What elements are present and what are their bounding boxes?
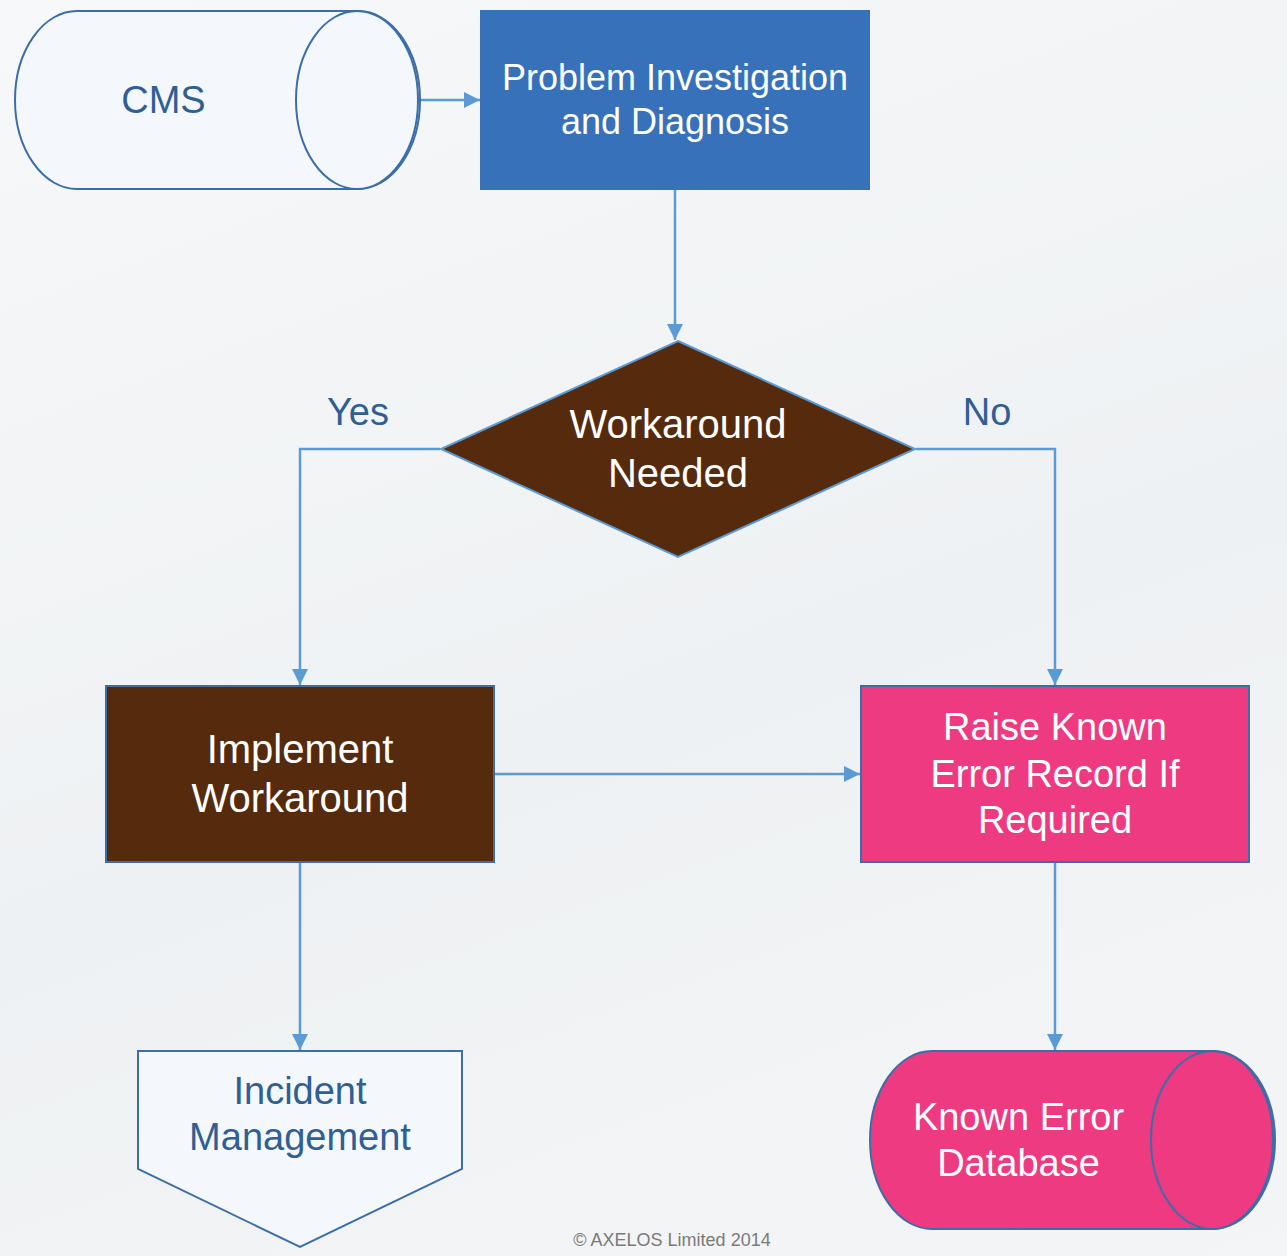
data-store: CMS [15,10,420,190]
flow-arrow [299,863,302,1050]
text-group: Problem Investigation and Diagnosis [494,56,856,144]
shape-path [138,1051,462,1247]
shape-path [861,686,1249,862]
decision-diamond-outline [440,340,916,558]
shape-path [1151,1051,1273,1229]
database-outline [870,1050,1275,1230]
process-box: Raise Known Error Record If Required [860,685,1250,863]
shape-path [15,11,420,189]
decision-diamond: Workaround Needed [440,340,916,558]
shape-path [870,1051,1275,1229]
offpage-connector: Incident Management [137,1050,463,1248]
shape-path [441,341,915,557]
flow-arrow [300,449,440,685]
process-box: Implement Workaround [105,685,495,863]
node-text: Problem Investigation and Diagnosis [494,56,856,144]
node-text: CMS [121,77,205,123]
data-store-outline [15,10,420,190]
node-text: Known Error Database [892,1094,1145,1187]
node-text: Workaround Needed [535,400,821,498]
shape-path [106,686,494,862]
copyright-note: © AXELOS Limited 2014 [573,1230,770,1251]
process-box-outline [480,10,870,190]
text-group: Known Error Database [892,1094,1145,1187]
flow-arrow [916,449,1055,685]
flow-arrow [495,773,860,776]
text-group: Raise Known Error Record If Required [905,704,1205,843]
text-group: Implement Workaround [119,725,481,823]
node-text: Implement Workaround [119,725,481,823]
database: Known Error Database [870,1050,1275,1230]
shape-path [296,11,418,189]
flow-arrow [1054,863,1057,1050]
process-box: Problem Investigation and Diagnosis [480,10,870,190]
text-group: Incident Management [151,1068,449,1161]
shape-path [481,11,869,189]
flow-arrow [420,99,480,102]
branch-label: Yes [327,391,389,434]
text-group: CMS [121,77,205,123]
node-text: Raise Known Error Record If Required [905,704,1205,843]
text-group: Workaround Needed [535,400,821,498]
branch-label: No [963,391,1012,434]
process-box-outline [105,685,495,863]
node-text: Incident Management [151,1068,449,1161]
flow-arrow [674,190,677,340]
